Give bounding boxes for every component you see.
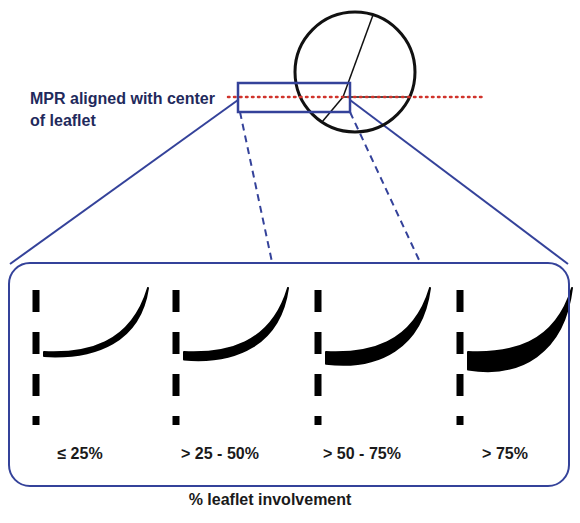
leaflet-thickening bbox=[184, 288, 288, 360]
commissure-line bbox=[343, 15, 373, 97]
zoom-rect bbox=[238, 83, 350, 112]
axis-caption: % leaflet involvement bbox=[150, 489, 390, 511]
zoom-dashed-line bbox=[350, 112, 420, 262]
leaflet-thickening bbox=[44, 288, 148, 356]
valve-circle bbox=[295, 12, 415, 132]
involvement-percentage: > 50 - 75% bbox=[323, 443, 401, 465]
involvement-percentage: > 75% bbox=[482, 443, 528, 465]
annulus-dashed-line bbox=[457, 290, 464, 425]
leaflet-thickening bbox=[326, 288, 430, 365]
commissure-line bbox=[322, 97, 343, 122]
leaflet-thickening bbox=[468, 288, 572, 371]
involvement-percentage: ≤ 25% bbox=[57, 443, 102, 465]
involvement-percentage: > 25 - 50% bbox=[181, 443, 259, 465]
mpr-plane-line bbox=[228, 96, 482, 99]
annulus-dashed-line bbox=[33, 290, 40, 425]
zoom-panel-box: ≤ 25% > 25 - 50% > 50 - 75% > 75% bbox=[8, 262, 570, 487]
leaflet-panels bbox=[36, 288, 572, 425]
annulus-dashed-line bbox=[315, 290, 322, 425]
zoom-dashed-line bbox=[240, 112, 272, 262]
plane-label: MPR aligned with center of leaflet bbox=[30, 88, 222, 132]
annulus-dashed-line bbox=[173, 290, 180, 425]
